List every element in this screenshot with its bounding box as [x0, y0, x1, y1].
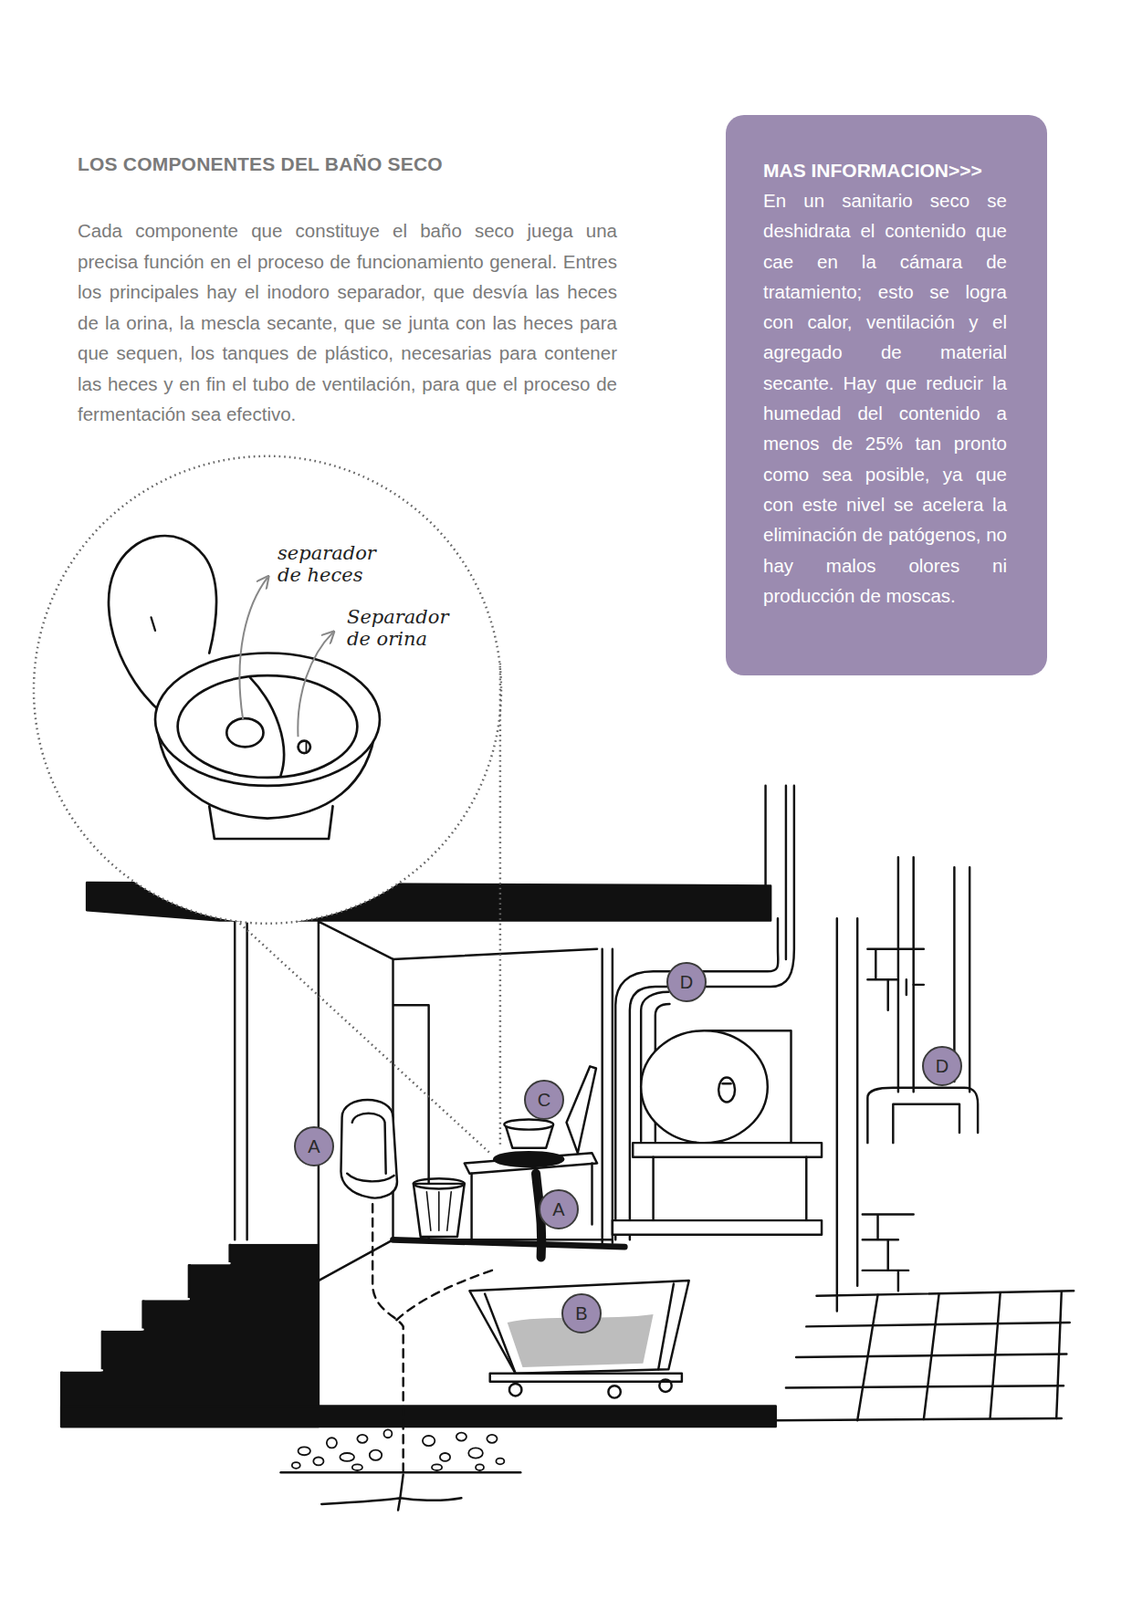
callout-letter: D — [935, 1057, 949, 1076]
callout-circle: A — [293, 1126, 335, 1167]
callout-circle: A — [538, 1189, 579, 1230]
callout-letter: A — [307, 1137, 320, 1156]
page-title: LOS COMPONENTES DEL BAÑO SECO — [77, 153, 443, 176]
info-panel: MAS INFORMACION>>>En un sanitario seco s… — [725, 115, 1048, 676]
panel-body: En un sanitario seco se deshidrata el co… — [763, 185, 1007, 611]
callout-circle: C — [524, 1079, 565, 1121]
callout-letter: B — [575, 1304, 587, 1323]
callout-letter: C — [537, 1090, 551, 1110]
callout-letter: D — [680, 973, 693, 992]
callout-circle: D — [666, 962, 707, 1003]
callout-circle: B — [561, 1293, 602, 1334]
callout-letter: A — [552, 1200, 565, 1219]
handwritten-label: Separador de orina — [346, 606, 457, 650]
body-paragraph: Cada componente que constituye el baño s… — [77, 215, 618, 430]
panel-heading: MAS INFORMACION>>> — [763, 155, 1007, 186]
callout-circle: D — [922, 1046, 963, 1087]
handwritten-label: separador de heces — [277, 542, 397, 587]
